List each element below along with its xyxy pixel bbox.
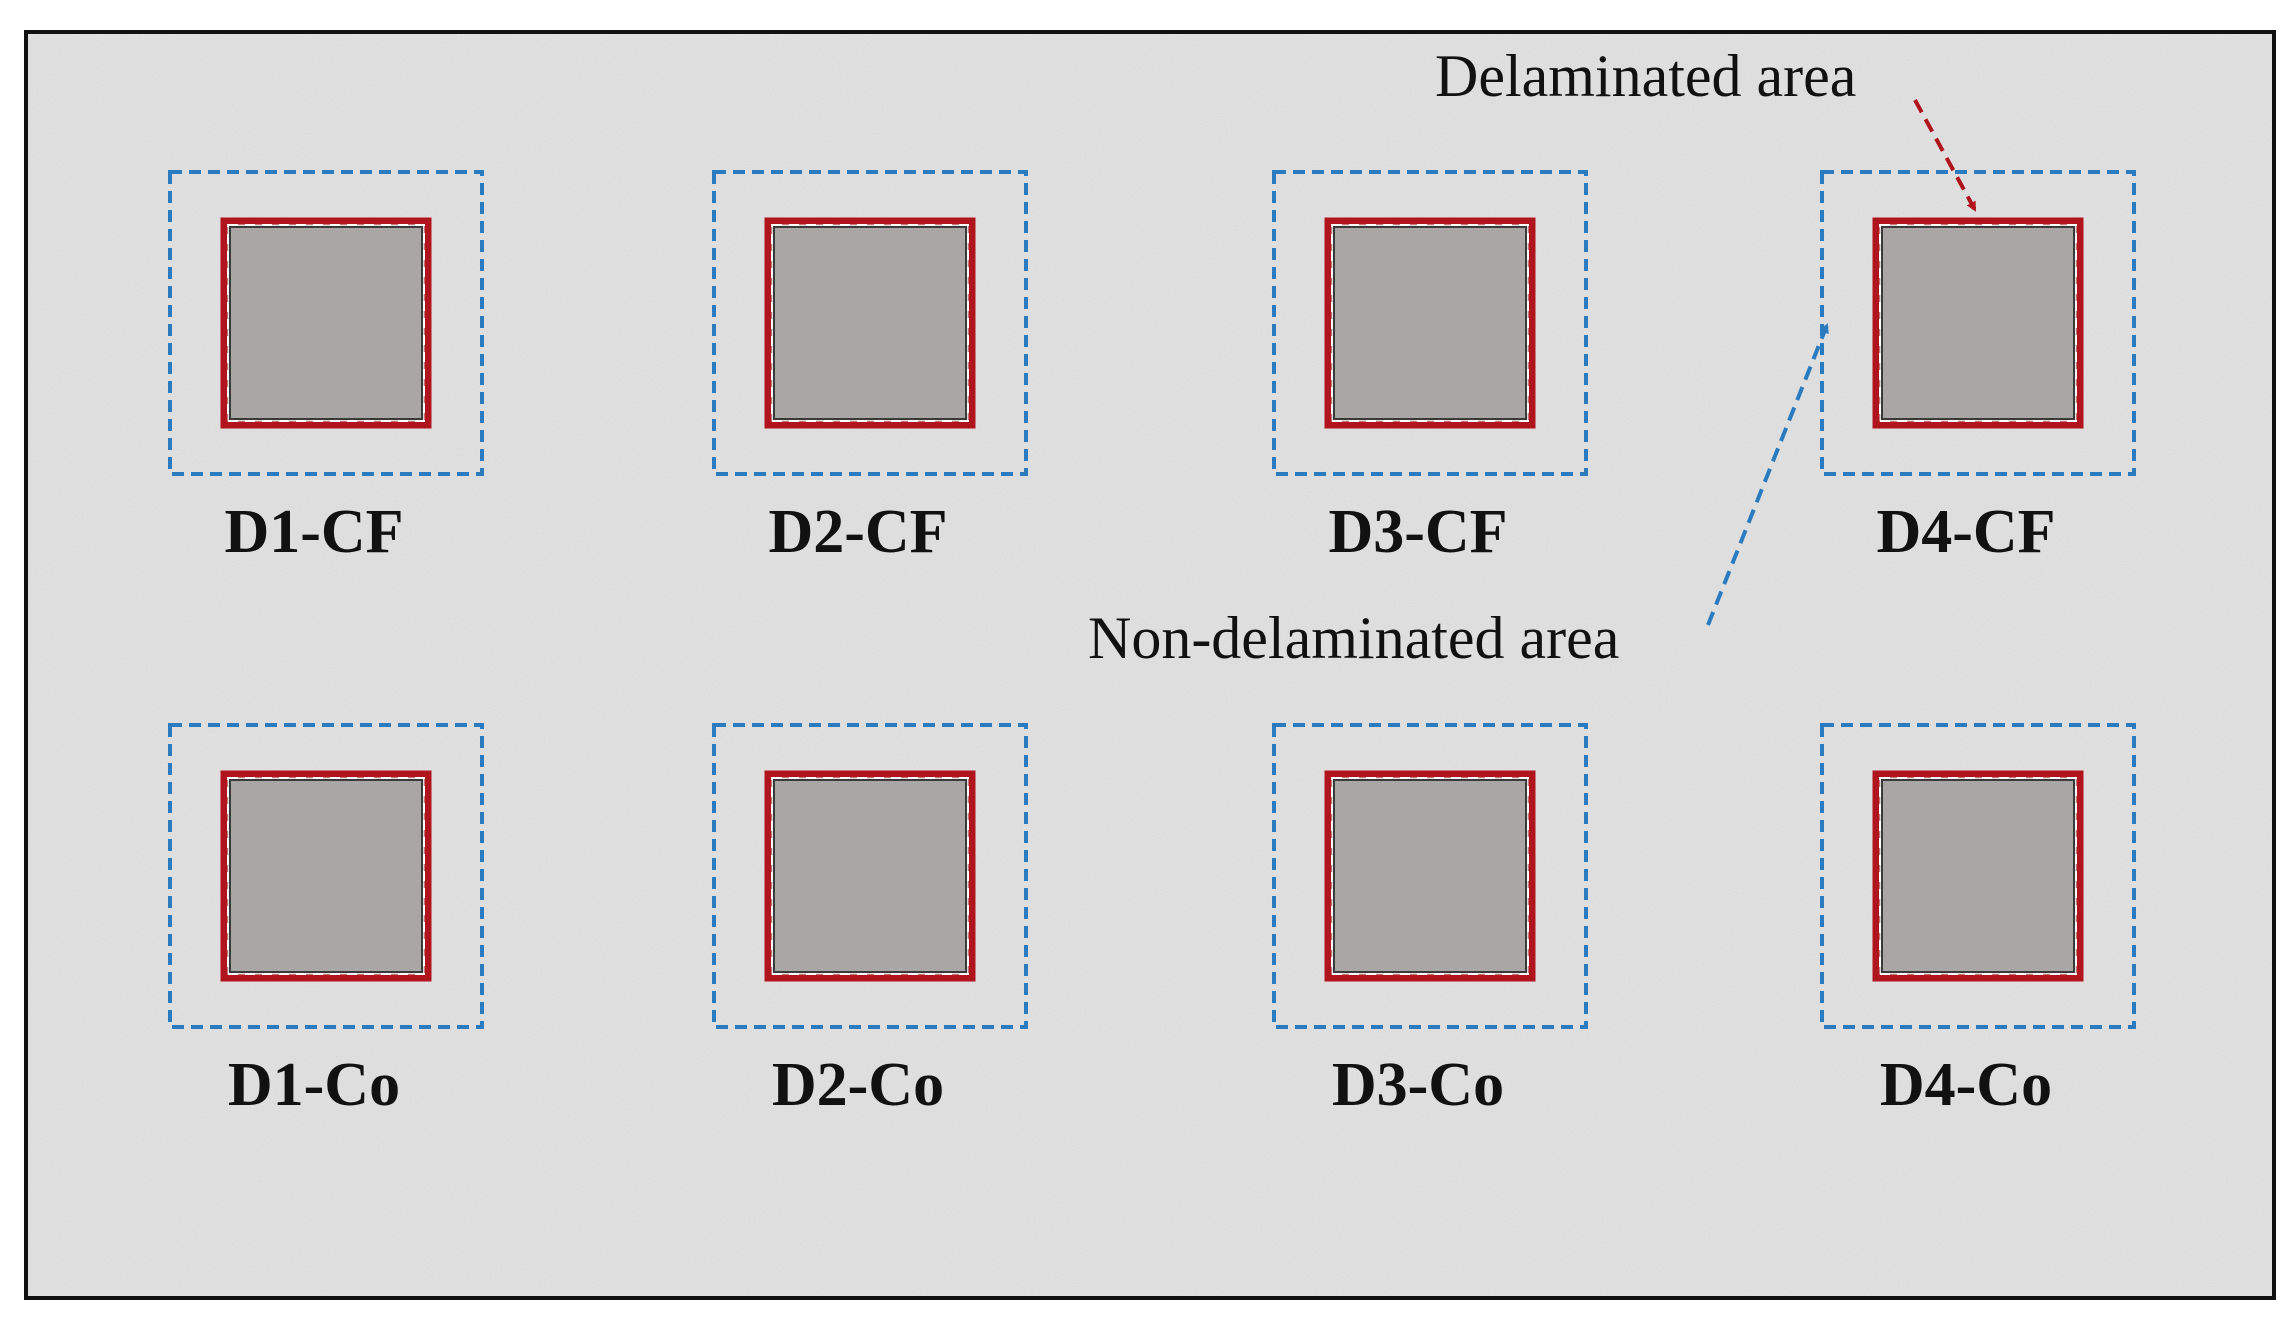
non-delaminated-boundary	[1820, 723, 2136, 1029]
delaminated-boundary-dashes	[771, 777, 969, 975]
non-delaminated-boundary	[1820, 170, 2136, 476]
non-delaminated-boundary	[168, 170, 484, 476]
specimen-square	[1881, 226, 2075, 420]
specimen-label: D3-CF	[1328, 498, 1507, 566]
delaminated-boundary-dashes	[1879, 224, 2077, 422]
delaminated-boundary	[1872, 770, 2084, 982]
delaminated-boundary-dashes	[1879, 777, 2077, 975]
specimen-d3-co: D3-Co	[1272, 723, 1588, 1119]
delaminated-boundary-dashes	[227, 777, 425, 975]
figure-frame	[24, 30, 2276, 1300]
delaminated-boundary-dashes	[1331, 224, 1529, 422]
specimen-grid: D1-CF D2-CF D3-CF D4-CF D1-Co D2-Co D3-Co D4-Co	[168, 170, 2136, 1119]
specimen-d1-cf: D1-CF	[168, 170, 484, 566]
specimen-square	[1333, 226, 1527, 420]
delaminated-boundary-dashes	[771, 224, 969, 422]
delaminated-boundary-dashes	[227, 224, 425, 422]
delaminated-boundary	[220, 217, 432, 429]
specimen-d4-cf: D4-CF	[1820, 170, 2136, 566]
specimen-square	[229, 226, 423, 420]
non-delaminated-boundary	[1272, 723, 1588, 1029]
specimen-square	[229, 779, 423, 973]
specimen-label: D4-CF	[1876, 498, 2055, 566]
delaminated-boundary	[764, 770, 976, 982]
specimen-square	[773, 779, 967, 973]
non-delaminated-area-label: Non-delaminated area	[1088, 605, 1619, 671]
specimen-d4-co: D4-Co	[1820, 723, 2136, 1119]
delaminated-annotation: Delaminated area	[1435, 43, 1977, 212]
specimen-label: D1-Co	[228, 1051, 400, 1119]
specimen-label: D2-Co	[772, 1051, 944, 1119]
non-delaminated-arrow	[1706, 323, 1829, 626]
non-delaminated-boundary	[1272, 170, 1588, 476]
specimen-d3-cf: D3-CF	[1272, 170, 1588, 566]
specimen-label: D3-Co	[1332, 1051, 1504, 1119]
specimen-d2-cf: D2-CF	[712, 170, 1028, 566]
delaminated-boundary	[1324, 770, 1536, 982]
non-delaminated-annotation: Non-delaminated area	[1088, 323, 1829, 671]
specimen-square	[1881, 779, 2075, 973]
specimen-label: D2-CF	[768, 498, 947, 566]
non-delaminated-boundary	[712, 723, 1028, 1029]
delaminated-boundary	[1872, 217, 2084, 429]
delaminated-boundary	[1324, 217, 1536, 429]
delaminated-boundary-dashes	[1331, 777, 1529, 975]
specimen-d1-co: D1-Co	[168, 723, 484, 1119]
non-delaminated-boundary	[712, 170, 1028, 476]
specimen-label: D4-Co	[1880, 1051, 2052, 1119]
specimen-square	[1333, 779, 1527, 973]
delaminated-area-label: Delaminated area	[1435, 43, 1856, 109]
delaminated-boundary	[220, 770, 432, 982]
specimen-square	[773, 226, 967, 420]
specimen-label: D1-CF	[224, 498, 403, 566]
delaminated-boundary	[764, 217, 976, 429]
non-delaminated-boundary	[168, 723, 484, 1029]
specimen-d2-co: D2-Co	[712, 723, 1028, 1119]
